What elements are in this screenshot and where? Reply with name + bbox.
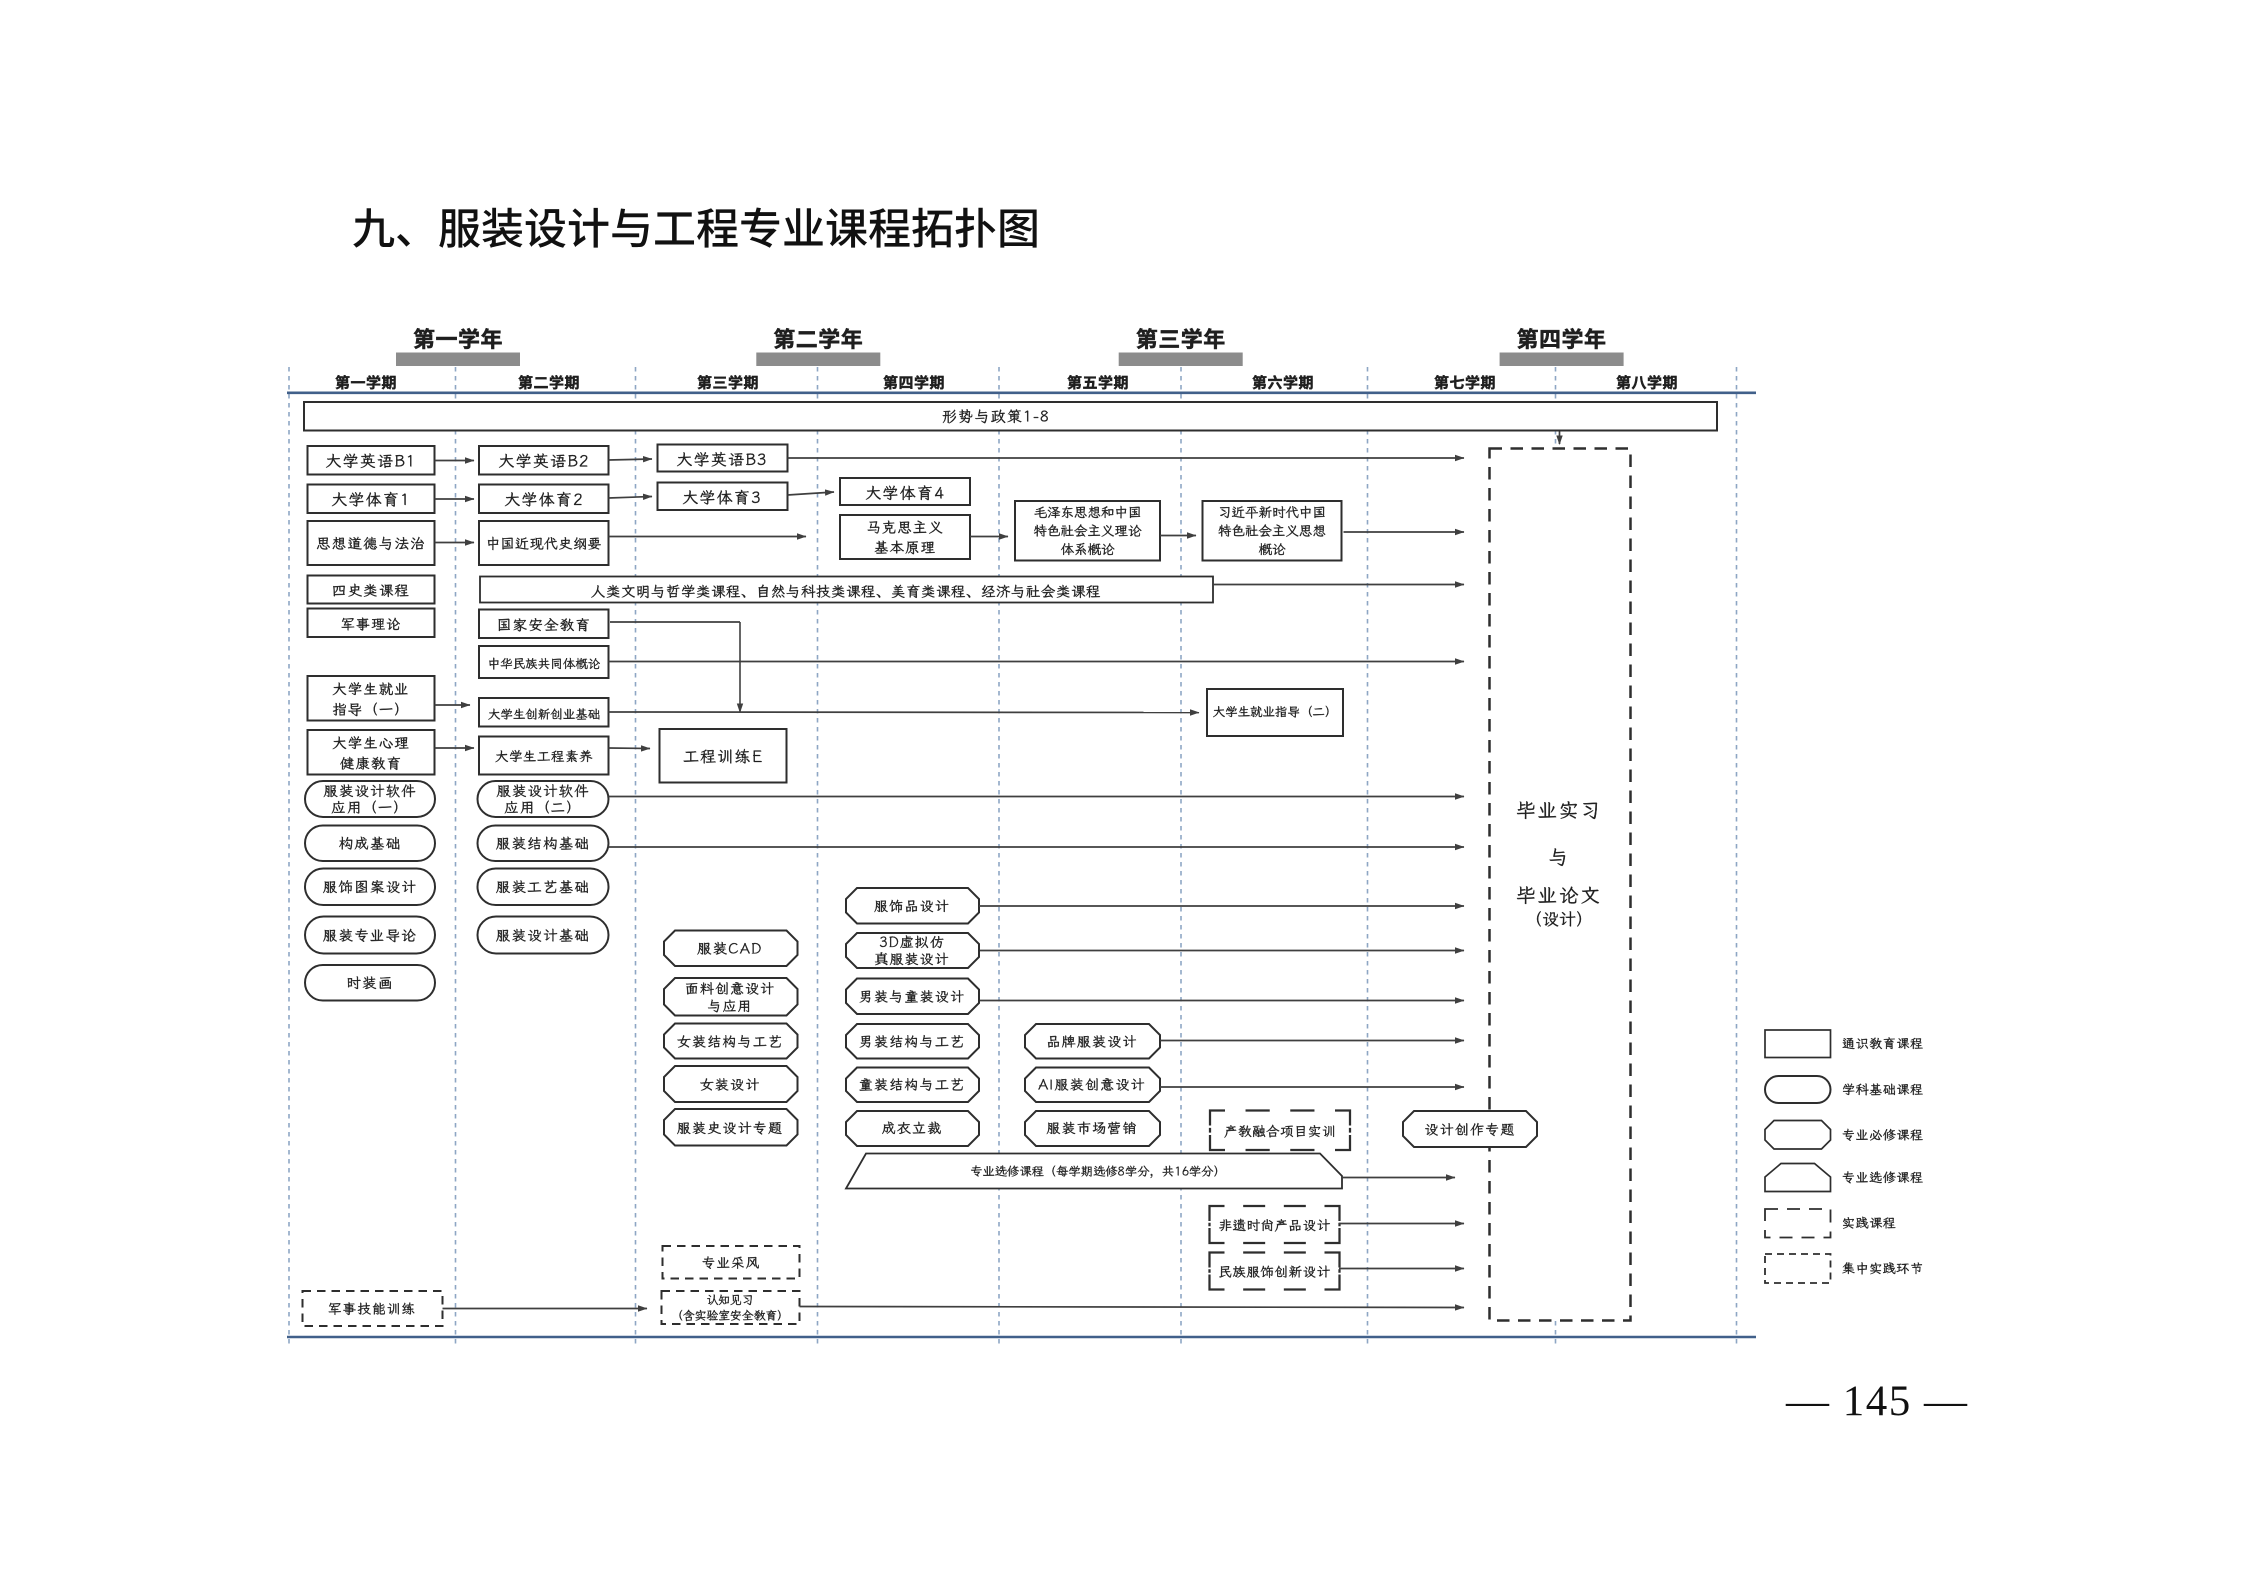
svg-text:大学生工程素养: 大学生工程素养 — [495, 747, 593, 765]
svg-text:非遗时尚产品设计: 非遗时尚产品设计 — [1219, 1216, 1331, 1234]
svg-text:服装设计基础: 服装设计基础 — [496, 927, 590, 946]
svg-text:第八学期: 第八学期 — [1616, 372, 1678, 393]
svg-text:第二学期: 第二学期 — [518, 372, 580, 393]
svg-text:设计创作专题: 设计创作专题 — [1424, 1121, 1515, 1139]
svg-text:（含实验室安全教育）: （含实验室安全教育） — [671, 1309, 789, 1324]
svg-text:军事技能训练: 军事技能训练 — [328, 1300, 416, 1318]
svg-text:产教融合项目实训: 产教融合项目实训 — [1224, 1122, 1336, 1140]
svg-text:专业选修课程（每学期选修8学分，共16学分）: 专业选修课程（每学期选修8学分，共16学分） — [970, 1162, 1226, 1180]
svg-text:应用（二）: 应用（二） — [504, 799, 582, 818]
svg-text:指导（一）: 指导（一） — [332, 701, 410, 720]
svg-text:成衣立裁: 成衣立裁 — [882, 1119, 943, 1137]
svg-text:服装专业导论: 服装专业导论 — [323, 927, 417, 946]
svg-text:大学体育3: 大学体育3 — [682, 486, 762, 508]
svg-text:服饰图案设计: 服饰图案设计 — [323, 878, 417, 897]
svg-text:AI服装创意设计: AI服装创意设计 — [1038, 1076, 1146, 1094]
svg-text:大学生就业指导（二）: 大学生就业指导（二） — [1212, 703, 1337, 720]
svg-text:基本原理: 基本原理 — [874, 539, 936, 558]
svg-text:军事理论: 军事理论 — [341, 615, 402, 633]
svg-text:毛泽东思想和中国: 毛泽东思想和中国 — [1034, 503, 1142, 521]
svg-text:形势与政策1-8: 形势与政策1-8 — [942, 408, 1050, 427]
svg-text:大学生就业: 大学生就业 — [332, 680, 410, 699]
svg-text:人类文明与哲学类课程、自然与科技类课程、美育类课程、经济与社: 人类文明与哲学类课程、自然与科技类课程、美育类课程、经济与社会类课程 — [591, 581, 1101, 602]
svg-text:特色社会主义理论: 特色社会主义理论 — [1034, 522, 1142, 540]
svg-text:服装结构基础: 服装结构基础 — [496, 835, 590, 854]
svg-text:健康教育: 健康教育 — [340, 755, 402, 774]
svg-text:（设计）: （设计） — [1525, 907, 1593, 930]
svg-text:工程训练E: 工程训练E — [683, 745, 763, 767]
svg-text:时装画: 时装画 — [346, 974, 393, 993]
svg-text:服装史设计专题: 服装史设计专题 — [677, 1119, 783, 1137]
svg-text:思想道德与法治: 思想道德与法治 — [316, 535, 426, 554]
svg-text:中国近现代史纲要: 中国近现代史纲要 — [486, 535, 602, 553]
svg-text:体系概论: 体系概论 — [1061, 540, 1115, 558]
svg-text:第一学年: 第一学年 — [413, 322, 503, 354]
svg-text:第四学年: 第四学年 — [1516, 322, 1606, 354]
svg-text:民族服饰创新设计: 民族服饰创新设计 — [1219, 1263, 1331, 1281]
svg-text:特色社会主义思想: 特色社会主义思想 — [1218, 522, 1326, 540]
svg-text:习近平新时代中国: 习近平新时代中国 — [1218, 503, 1326, 521]
svg-text:专业采风: 专业采风 — [702, 1254, 761, 1272]
svg-text:实践课程: 实践课程 — [1842, 1215, 1896, 1232]
svg-text:第四学期: 第四学期 — [883, 372, 945, 393]
svg-text:专业选修课程: 专业选修课程 — [1842, 1169, 1924, 1186]
svg-text:3D虚拟仿: 3D虚拟仿 — [879, 933, 945, 951]
svg-text:服装设计软件: 服装设计软件 — [324, 782, 417, 801]
svg-text:第三学年: 第三学年 — [1136, 322, 1226, 354]
svg-text:大学生心理: 大学生心理 — [332, 734, 410, 753]
svg-text:马克思主义: 马克思主义 — [866, 519, 944, 538]
svg-text:专业必修课程: 专业必修课程 — [1842, 1127, 1924, 1144]
svg-text:大学生创新创业基础: 大学生创新创业基础 — [488, 706, 601, 723]
svg-text:服装设计软件: 服装设计软件 — [497, 782, 590, 801]
svg-text:集中实践环节: 集中实践环节 — [1842, 1260, 1924, 1277]
svg-text:服装CAD: 服装CAD — [697, 940, 763, 959]
svg-text:服装工艺基础: 服装工艺基础 — [496, 878, 590, 897]
svg-text:大学英语B2: 大学英语B2 — [498, 450, 589, 472]
svg-text:与: 与 — [1549, 844, 1570, 870]
svg-text:男装结构与工艺: 男装结构与工艺 — [859, 1033, 965, 1051]
svg-text:认知见习: 认知见习 — [706, 1293, 753, 1308]
svg-text:第七学期: 第七学期 — [1434, 372, 1496, 393]
svg-text:第五学期: 第五学期 — [1067, 372, 1129, 393]
svg-text:面料创意设计: 面料创意设计 — [685, 980, 775, 998]
svg-text:服饰品设计: 服饰品设计 — [874, 897, 950, 915]
svg-text:真服装设计: 真服装设计 — [875, 949, 950, 969]
svg-text:应用（一）: 应用（一） — [331, 799, 409, 818]
svg-text:通识教育课程: 通识教育课程 — [1842, 1035, 1924, 1052]
svg-text:中华民族共同体概论: 中华民族共同体概论 — [488, 655, 601, 672]
svg-text:第六学期: 第六学期 — [1252, 372, 1314, 393]
svg-text:品牌服装设计: 品牌服装设计 — [1046, 1033, 1137, 1051]
svg-text:服装市场营销: 服装市场营销 — [1046, 1119, 1137, 1137]
svg-text:学科基础课程: 学科基础课程 — [1842, 1081, 1924, 1098]
svg-text:毕业论文: 毕业论文 — [1516, 882, 1602, 908]
svg-text:毕业实习: 毕业实习 — [1516, 797, 1602, 823]
svg-text:童装结构与工艺: 童装结构与工艺 — [859, 1076, 965, 1094]
svg-text:概论: 概论 — [1259, 540, 1287, 558]
svg-text:国家安全教育: 国家安全教育 — [497, 616, 591, 635]
svg-text:女装结构与工艺: 女装结构与工艺 — [677, 1033, 783, 1051]
svg-text:四史类课程: 四史类课程 — [332, 582, 411, 601]
svg-text:构成基础: 构成基础 — [339, 835, 402, 854]
svg-text:大学体育4: 大学体育4 — [865, 482, 945, 504]
svg-text:与应用: 与应用 — [708, 997, 753, 1015]
svg-text:男装与童装设计: 男装与童装设计 — [859, 988, 965, 1006]
svg-text:第一学期: 第一学期 — [335, 372, 397, 393]
svg-text:第三学期: 第三学期 — [697, 372, 759, 393]
svg-text:第二学年: 第二学年 — [773, 322, 863, 354]
svg-text:大学体育1: 大学体育1 — [331, 488, 411, 510]
svg-text:大学体育2: 大学体育2 — [504, 488, 584, 510]
svg-text:女装设计: 女装设计 — [700, 1076, 761, 1094]
svg-text:大学英语B1: 大学英语B1 — [325, 450, 416, 472]
svg-text:大学英语B3: 大学英语B3 — [676, 448, 767, 470]
